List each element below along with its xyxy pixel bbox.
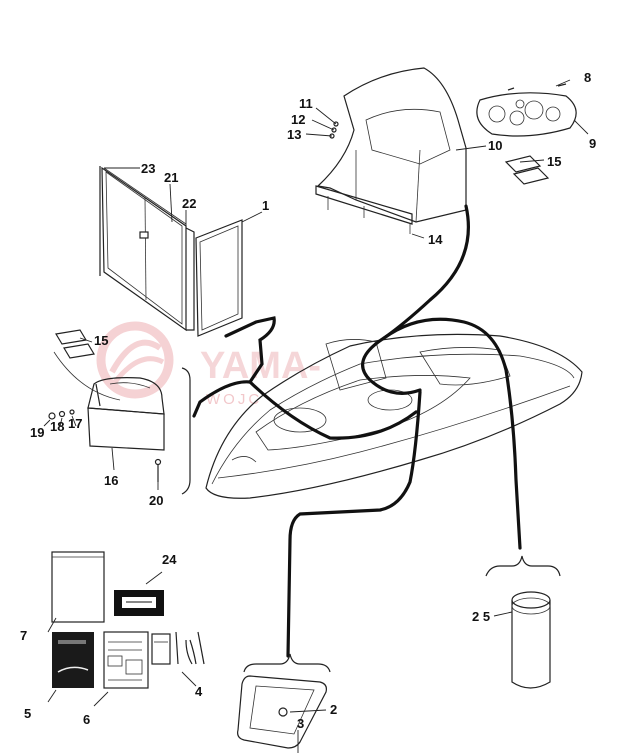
panel-frame-assembly: [99, 166, 195, 332]
callout-9: 9: [589, 136, 596, 151]
watermark-logo: [96, 321, 174, 399]
washers-17-19: [48, 409, 75, 420]
gauge-panel: [476, 92, 577, 137]
callout-19: 19: [30, 425, 44, 440]
callout-24: 24: [162, 552, 177, 567]
routing-lines: [192, 204, 522, 658]
callout-21: 21: [164, 170, 178, 185]
labels-15-top: [504, 155, 550, 185]
leaflet-6: [103, 631, 149, 689]
windshield-cover: [315, 67, 467, 234]
access-hatch: [237, 675, 327, 749]
callout-20: 20: [149, 493, 163, 508]
box-strap: [53, 351, 121, 401]
callout-4: 4: [195, 684, 203, 699]
brace-25: [485, 555, 561, 577]
watermark-sub: WOJC: [206, 391, 262, 408]
video-cassette: [114, 590, 164, 616]
callout-14: 14: [428, 232, 443, 247]
callout-25: 2 5: [472, 609, 490, 624]
callout-8: 8: [584, 70, 591, 85]
brace-2-3: [243, 653, 331, 673]
leader-lines: [43, 79, 589, 753]
canister: [511, 591, 551, 689]
callout-23: 23: [141, 161, 155, 176]
callout-13: 13: [287, 127, 301, 142]
window-frame: [195, 219, 243, 337]
callout-16: 16: [104, 473, 118, 488]
callout-2: 2: [330, 702, 337, 717]
callout-5: 5: [24, 706, 31, 721]
callout-12: 12: [291, 112, 305, 127]
callout-7: 7: [20, 628, 27, 643]
callout-22: 22: [182, 196, 196, 211]
booklet-5: [52, 632, 94, 688]
callout-18: 18: [50, 419, 64, 434]
callout-labels: 8 9 10 11 12 13 15 14 23 21 22 1 15 19 1…: [20, 70, 596, 731]
tool-kit: [151, 631, 205, 665]
labels-15-left: [55, 329, 95, 359]
callout-11: 11: [299, 96, 313, 111]
callout-17: 17: [68, 416, 82, 431]
callout-15-left: 15: [94, 333, 108, 348]
callout-15-top: 15: [547, 154, 561, 169]
box-bracket: [181, 367, 191, 495]
bolt-20: [154, 458, 162, 482]
owners-manual: [51, 551, 105, 623]
callout-1: 1: [262, 198, 269, 213]
callout-6: 6: [83, 712, 90, 727]
boat-hull: [205, 333, 583, 499]
screw-8: [507, 83, 567, 91]
storage-box: [87, 377, 165, 451]
callout-10: 10: [488, 138, 502, 153]
callout-3: 3: [297, 716, 304, 731]
